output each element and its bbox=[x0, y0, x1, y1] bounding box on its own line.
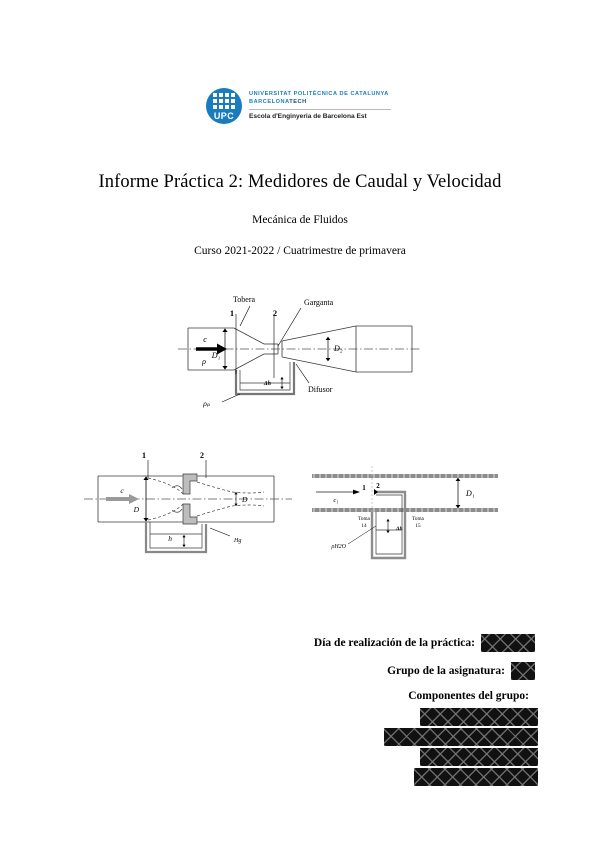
label-tobera: Tobera bbox=[233, 295, 256, 304]
subject-line: Mecánica de Fluidos bbox=[252, 214, 348, 226]
label-height-h: h bbox=[168, 534, 172, 543]
label-point-1: 1 bbox=[362, 484, 366, 492]
label-velocity-c1: c₁ bbox=[333, 497, 338, 504]
field-row-day: Día de realización de la práctica: bbox=[230, 634, 535, 652]
letterhead-divider bbox=[249, 108, 391, 110]
label-toma-left: Toma bbox=[358, 516, 370, 522]
label-toma-right: Toma bbox=[412, 516, 424, 522]
label-diameter-d1: D bbox=[133, 505, 140, 514]
label-delta-h: Δh bbox=[263, 381, 272, 387]
label-difusor: Difusor bbox=[308, 385, 333, 394]
label-point-2: 2 bbox=[200, 451, 204, 460]
label-diameter-d2: D bbox=[241, 495, 248, 504]
label-toma-left-number: 14 bbox=[361, 523, 367, 529]
redacted-member-name bbox=[414, 768, 538, 786]
figure-venturi-meter: Tobera Garganta Difusor 1 2 c ρ D₁ D₂ Δh… bbox=[178, 288, 422, 408]
letterhead: UPC UNIVERSITAT POLITÈCNICA DE CATALUNYA… bbox=[206, 84, 396, 128]
label-point-1: 1 bbox=[142, 451, 146, 460]
upc-logo-icon: UPC bbox=[206, 88, 242, 124]
field-row-group: Grupo de la asignatura: bbox=[230, 662, 535, 680]
label-velocity-c: c bbox=[120, 486, 124, 495]
label-diameter-d1: D₁ bbox=[211, 351, 221, 360]
flow-arrow-icon bbox=[316, 489, 360, 495]
redacted-member-name bbox=[384, 728, 538, 746]
label-manometer-fluid: ρH2O bbox=[330, 544, 346, 550]
upc-logo-text: UPC bbox=[213, 111, 235, 121]
redacted-group-value bbox=[511, 662, 535, 680]
label-point-2: 2 bbox=[273, 308, 277, 318]
label-fluid-hg: Hg bbox=[233, 538, 241, 544]
letterhead-text: UNIVERSITAT POLITÈCNICA DE CATALUNYA BAR… bbox=[249, 91, 391, 121]
figure-orifice-meter: 1 2 c D D h Hg bbox=[84, 448, 292, 566]
field-row-members: Componentes del grupo: bbox=[230, 690, 535, 702]
flow-arrow-icon bbox=[106, 494, 139, 504]
redacted-member-name bbox=[420, 708, 538, 726]
label-garganta: Garganta bbox=[304, 298, 334, 307]
field-label-group: Grupo de la asignatura: bbox=[387, 665, 505, 677]
label-density-rho: ρ bbox=[201, 357, 206, 366]
university-name: UNIVERSITAT POLITÈCNICA DE CATALUNYA bbox=[249, 90, 389, 97]
label-delta-h: Δh bbox=[395, 526, 403, 532]
page-title: Informe Práctica 2: Medidores de Caudal … bbox=[98, 172, 502, 192]
flow-arrow-icon bbox=[196, 343, 227, 355]
upc-logo-grid-icon bbox=[213, 93, 235, 109]
label-diameter-d2: D₂ bbox=[333, 344, 343, 353]
redacted-day-value bbox=[481, 634, 535, 652]
label-manometer-density: ρₚ bbox=[202, 399, 211, 408]
figure-pitot-tube: 1 2 c₁ D₁ Toma 14 Toma 15 ρH2O Δh bbox=[308, 462, 504, 570]
barcelonatech-suffix: TECH bbox=[289, 98, 307, 105]
field-label-members: Componentes del grupo: bbox=[408, 690, 529, 702]
school-name: Escola d'Enginyeria de Barcelona Est bbox=[249, 113, 367, 121]
label-diameter-d1: D₁ bbox=[465, 489, 475, 498]
label-toma-right-number: 15 bbox=[415, 523, 421, 529]
label-point-1: 1 bbox=[230, 308, 234, 318]
label-point-2: 2 bbox=[376, 482, 380, 490]
term-line: Curso 2021-2022 / Cuatrimestre de primav… bbox=[194, 245, 406, 257]
redacted-member-name bbox=[420, 748, 538, 766]
barcelonatech-prefix: BARCELONA bbox=[249, 98, 290, 105]
label-velocity-c: c bbox=[203, 335, 207, 344]
field-label-day: Día de realización de la práctica: bbox=[313, 637, 475, 649]
barcelonatech-name: BARCELONATECH bbox=[249, 99, 391, 107]
